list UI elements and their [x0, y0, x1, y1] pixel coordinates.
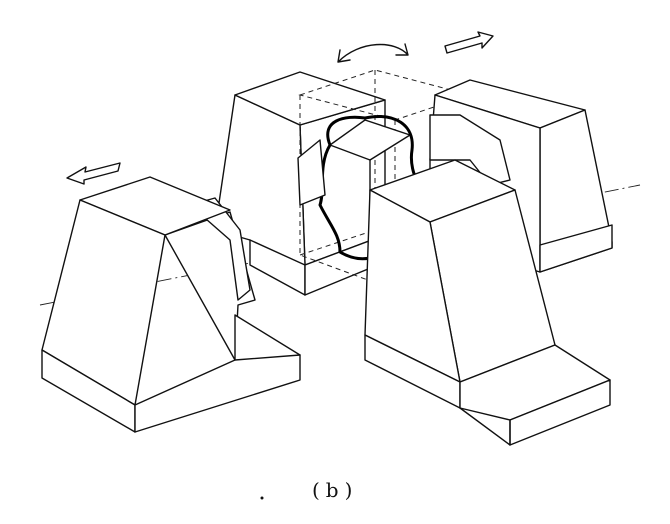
front-right-block — [364, 159, 611, 446]
rotation-arrow-icon — [337, 43, 409, 63]
figure-caption: (b) — [312, 478, 359, 502]
dot-mark — [260, 496, 264, 500]
back-left-block — [214, 71, 386, 296]
left-jaw — [297, 139, 326, 206]
arrow-left-icon — [66, 162, 121, 185]
front-left-block — [41, 176, 301, 433]
arrow-right-icon — [444, 31, 494, 54]
